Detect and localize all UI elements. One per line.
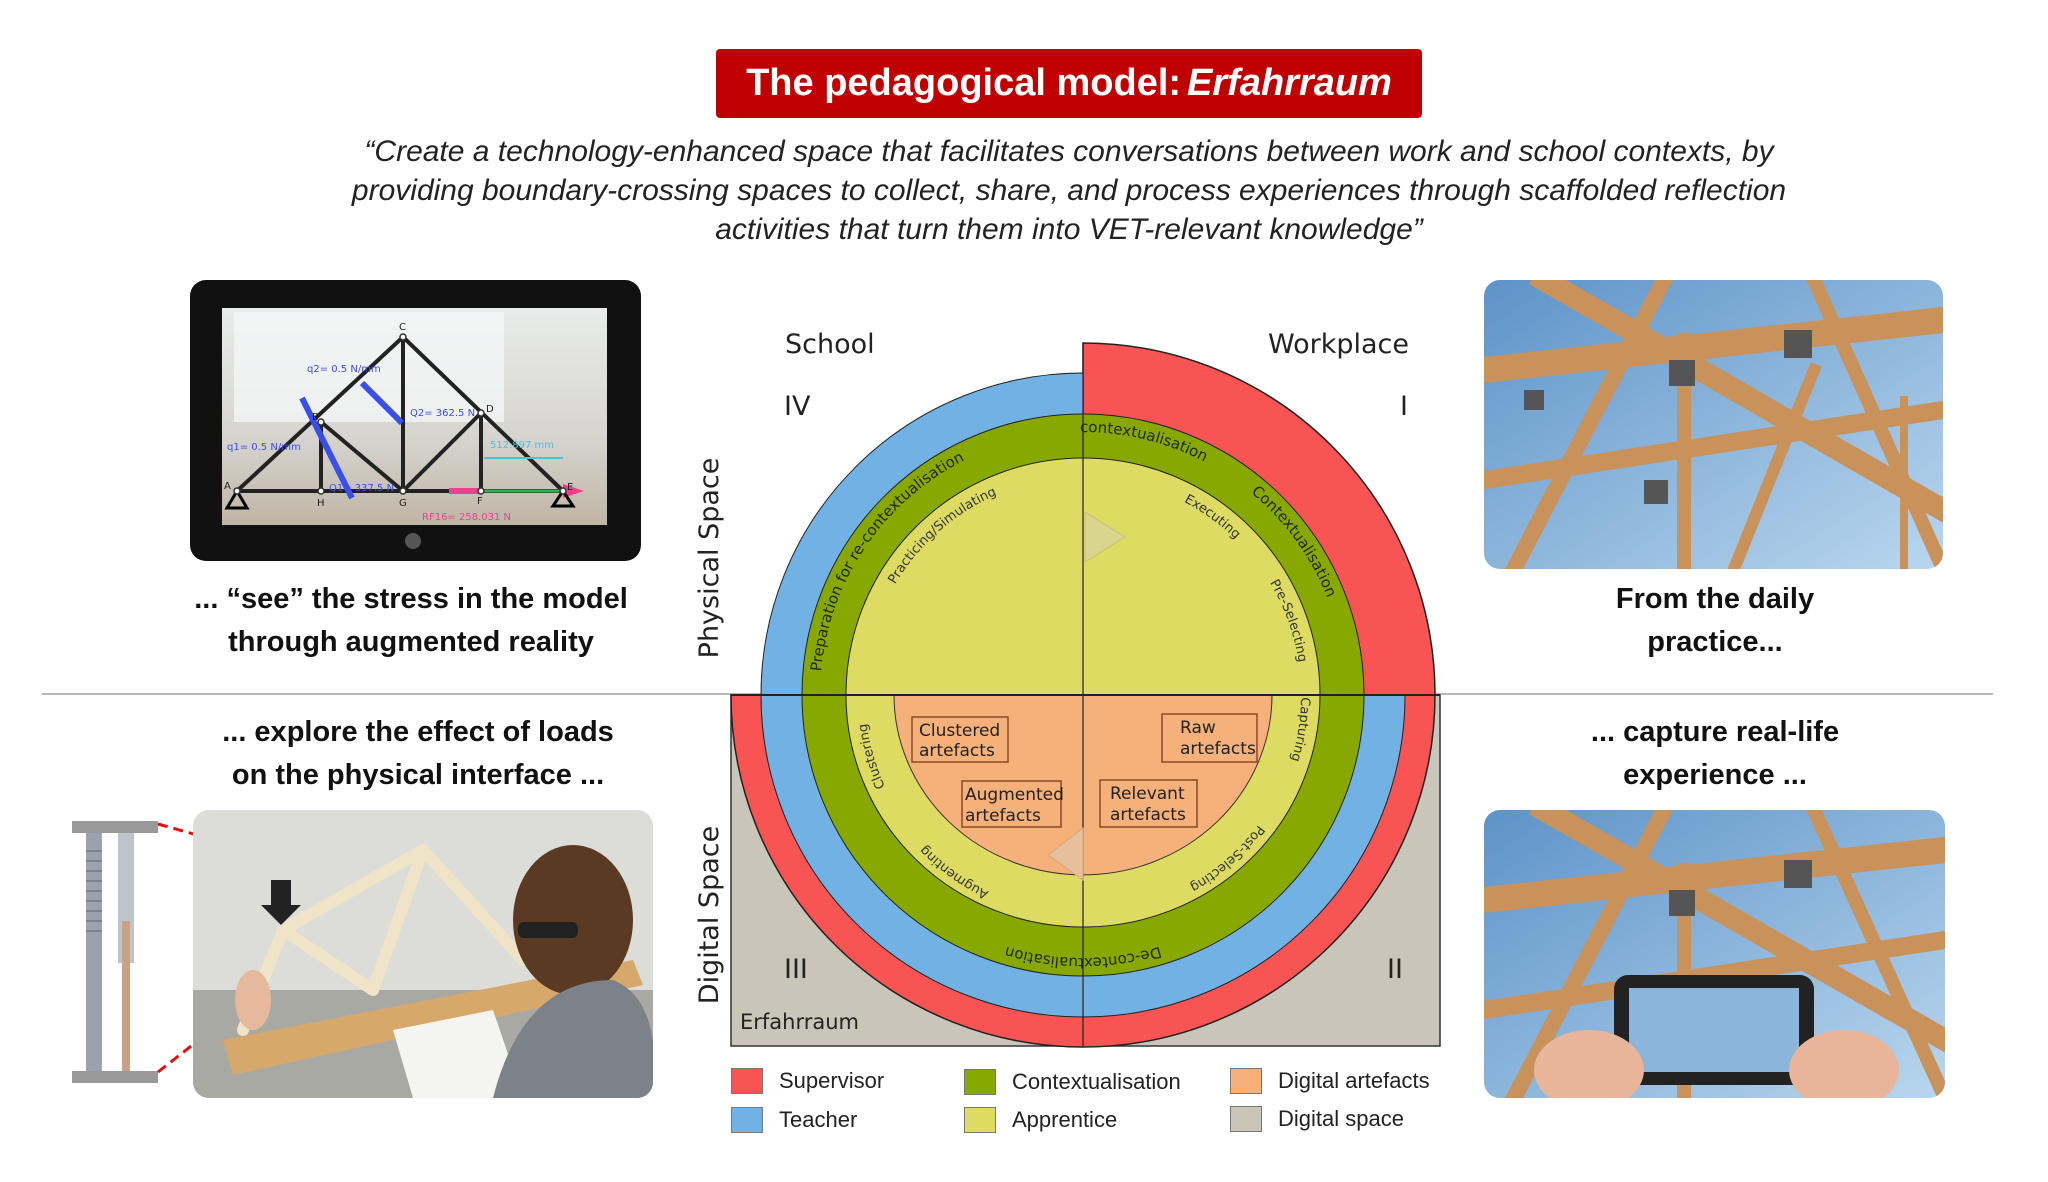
- legend-label: Supervisor: [779, 1068, 885, 1093]
- direction-arrow-top: [1084, 511, 1126, 563]
- caption-line: through augmented reality: [228, 626, 594, 658]
- legend-label: Digital artefacts: [1278, 1068, 1430, 1093]
- legend-teacher: Teacher: [731, 1107, 857, 1133]
- legend-label: Digital space: [1278, 1106, 1404, 1131]
- box-clustered-artefacts: [911, 716, 1009, 763]
- node-b-label: B: [312, 412, 319, 423]
- reaction-label: RF16= 258.031 N: [422, 512, 511, 523]
- Q1-label: Q1= 337.5 N: [329, 483, 394, 494]
- physical-space-label: Physical Space: [694, 458, 725, 659]
- box-text: Augmented: [965, 785, 1064, 805]
- roof-truss-photo: [1484, 280, 1943, 569]
- physical-interface-photo: [193, 810, 653, 1098]
- quote-line-2: providing boundary-crossing spaces to co…: [351, 174, 1787, 207]
- box-text: Relevant: [1110, 784, 1185, 804]
- quadrant-iv-label: IV: [784, 391, 811, 422]
- node-g-label: G: [399, 498, 407, 509]
- box-text: artefacts: [965, 806, 1041, 826]
- caption-top-right: From the daily practice...: [1515, 578, 1915, 664]
- node-c-label: C: [399, 322, 406, 333]
- quote-line-1: “Create a technology-enhanced space that…: [364, 135, 1774, 168]
- phone-capture-photo: [1484, 810, 1945, 1098]
- legend-swatch: [964, 1069, 996, 1095]
- legend-digital-space: Digital space: [1230, 1106, 1404, 1132]
- quadrant-ii-label: II: [1387, 954, 1403, 985]
- caption-line: practice...: [1647, 626, 1783, 658]
- q2-label: q2= 0.5 N/mm: [307, 364, 381, 375]
- legend: Supervisor Teacher Contextualisation App…: [731, 1068, 1451, 1148]
- legend-apprentice: Apprentice: [964, 1107, 1117, 1133]
- node-h-label: H: [317, 498, 325, 509]
- box-relevant-artefacts: [1099, 779, 1198, 828]
- box-text: artefacts: [919, 741, 995, 761]
- title-emphasis: Erfahrraum: [1187, 62, 1392, 104]
- title-text: The pedagogical model:: [746, 62, 1182, 104]
- school-label: School: [785, 329, 875, 360]
- tablet-ar-image: A B C D E F G H q1= 0.5 N/mm q2= 0.5 N/m…: [190, 280, 641, 561]
- box-text: Raw: [1180, 718, 1216, 738]
- quadrant-iii-label: III: [784, 954, 808, 985]
- quote-line-3: activities that turn them into VET-relev…: [715, 213, 1423, 246]
- title-banner: The pedagogical model: Erfahrraum: [716, 49, 1422, 118]
- caption-line: ... “see” the stress in the model: [194, 583, 628, 615]
- caption-bottom-right: ... capture real-life experience ...: [1515, 711, 1915, 797]
- legend-contextualisation: Contextualisation: [964, 1069, 1181, 1095]
- legend-swatch: [964, 1107, 996, 1133]
- legend-digital-artefacts: Digital artefacts: [1230, 1068, 1430, 1094]
- caption-line: on the physical interface ...: [231, 759, 605, 791]
- erfahrraum-label: Erfahrraum: [740, 1010, 859, 1034]
- legend-label: Apprentice: [1012, 1107, 1118, 1132]
- caption-line: From the daily: [1615, 583, 1815, 615]
- workplace-label: Workplace: [1268, 329, 1409, 360]
- caption-line: ... explore the effect of loads: [222, 716, 614, 748]
- node-f-label: F: [477, 496, 483, 507]
- legend-label: Teacher: [779, 1107, 858, 1132]
- legend-swatch: [1230, 1068, 1262, 1094]
- direction-arrow-bottom: [1047, 826, 1084, 881]
- node-e-label: E: [567, 482, 573, 493]
- caption-bottom-left: ... explore the effect of loads on the p…: [168, 711, 668, 797]
- caption-line: experience ...: [1623, 759, 1807, 791]
- Q2-label: Q2= 362.5 N: [410, 408, 475, 419]
- spring-device-image: [72, 821, 158, 1083]
- legend-swatch: [731, 1068, 763, 1094]
- q1-label: q1= 0.5 N/mm: [227, 442, 301, 453]
- box-raw-artefacts: [1161, 713, 1258, 763]
- box-text: Clustered: [919, 721, 1000, 741]
- legend-swatch: [1230, 1106, 1262, 1132]
- node-d-label: D: [486, 404, 494, 415]
- legend-label: Contextualisation: [1012, 1069, 1181, 1094]
- digital-space-label: Digital Space: [694, 826, 725, 1004]
- box-augmented-artefacts: [961, 780, 1062, 828]
- legend-swatch: [731, 1107, 763, 1133]
- node-a-label: A: [224, 481, 231, 492]
- legend-supervisor: Supervisor: [731, 1068, 884, 1094]
- caption-top-left: ... “see” the stress in the model throug…: [161, 578, 661, 664]
- dimension-label: 512.897 mm: [490, 440, 554, 451]
- quadrant-i-label: I: [1400, 391, 1408, 422]
- caption-line: ... capture real-life: [1590, 716, 1840, 748]
- box-text: artefacts: [1180, 739, 1256, 759]
- box-text: artefacts: [1110, 805, 1186, 825]
